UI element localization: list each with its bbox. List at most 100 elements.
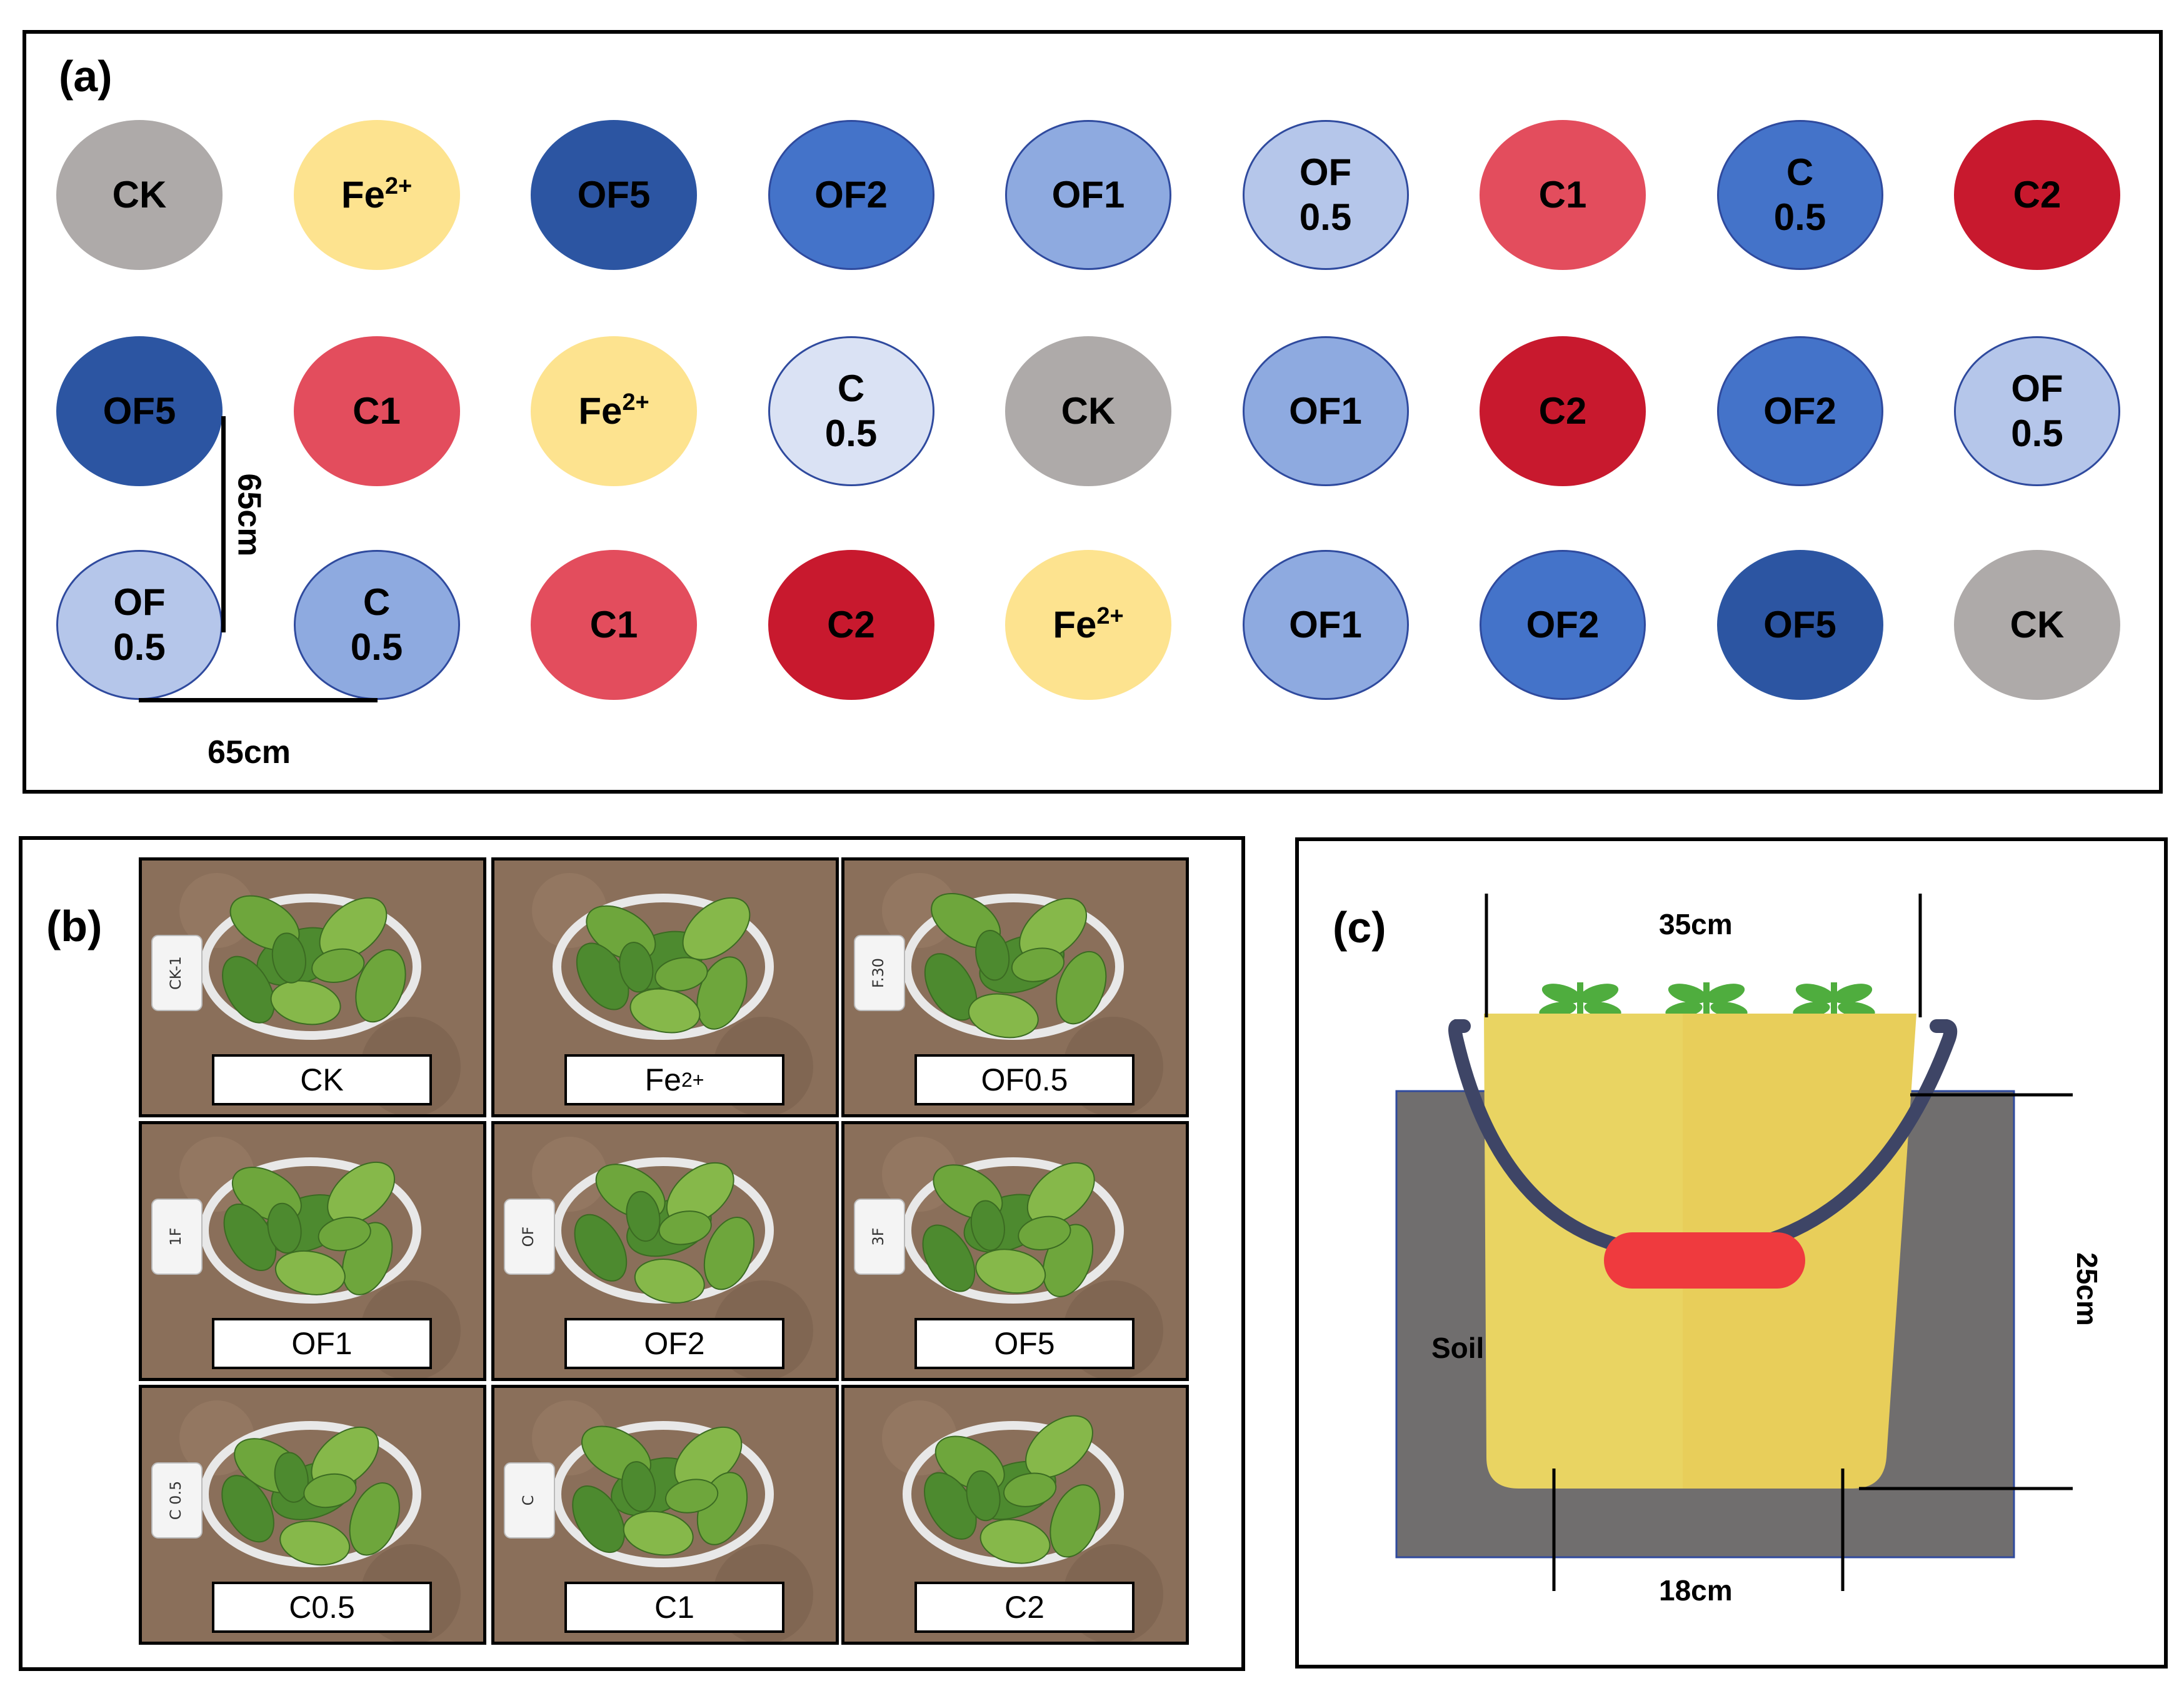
plot-label: CK (1061, 390, 1116, 432)
plot-label: OF1 (1289, 390, 1362, 432)
plot-label: OF2 (1763, 390, 1836, 432)
photo-caption-text: OF1 (291, 1326, 353, 1361)
photo-caption: OF5 (914, 1318, 1135, 1369)
plot-marker: OF5 (531, 120, 697, 270)
leaf (966, 1470, 1001, 1522)
plot-label: CK (112, 174, 167, 216)
leaf (654, 957, 708, 992)
leaf (221, 1475, 274, 1543)
photo-caption-text: Fe (644, 1062, 681, 1097)
stake-text: F.30 (869, 958, 887, 988)
photo-caption-text: OF5 (994, 1326, 1055, 1361)
plot-marker: Fe2+ (531, 336, 697, 486)
plot-label: OF (2011, 367, 2063, 409)
plant-label-stake: 1F (151, 1199, 203, 1275)
plot-marker: OF2 (1480, 550, 1646, 700)
stake-text: 1F (167, 1227, 184, 1245)
plot-label-line2: 0.5 (2011, 412, 2063, 454)
plot-marker: Fe2+ (293, 120, 460, 270)
leaf (658, 1210, 712, 1245)
leaf (311, 948, 365, 983)
plot-marker: Fe2+ (1005, 550, 1171, 700)
plot-label: C2 (1538, 390, 1587, 432)
plot-marker: C2 (1480, 336, 1646, 486)
plot-label-line2: 0.5 (113, 626, 166, 668)
plot-label: Fe2+ (578, 389, 649, 432)
stake-text: OF (519, 1227, 537, 1247)
stake-text: C 0.5 (167, 1481, 184, 1520)
plot-label-line2: 0.5 (1773, 196, 1826, 238)
depth-label: 25cm (2070, 1252, 2103, 1326)
plot-marker: OF1 (1242, 550, 1409, 700)
photo-caption: C0.5 (212, 1582, 432, 1633)
leaf (626, 1190, 661, 1242)
plot-marker: CK (1005, 336, 1171, 486)
plant-photo: 3F OF5 (841, 1121, 1189, 1381)
plot-label: OF2 (814, 174, 888, 216)
photo-caption: OF1 (212, 1318, 432, 1369)
leaf (682, 897, 751, 960)
plant-label-stake: C (504, 1462, 555, 1539)
photo-caption-text: C1 (654, 1590, 694, 1625)
leaf (271, 932, 306, 984)
plot-marker: C1 (293, 336, 460, 486)
plot-label: OF5 (1763, 604, 1836, 646)
plot-marker: C2 (768, 550, 934, 700)
plot-label: OF (113, 581, 166, 623)
handle-grip (1604, 1232, 1805, 1289)
plot-label: C2 (2013, 174, 2061, 216)
plot-label: C (363, 581, 391, 623)
plot-label-line2: 0.5 (1299, 196, 1352, 238)
plot-label: C (1786, 151, 1814, 193)
plot-label-line2: 0.5 (350, 626, 403, 668)
plot-label: C2 (827, 604, 875, 646)
leaf (634, 1259, 705, 1304)
plant-photo-illustration: C (494, 1388, 836, 1642)
leaf (703, 1216, 755, 1290)
photo-caption: CK (212, 1054, 432, 1105)
plant-photo: C2 (841, 1385, 1189, 1645)
panel-a-label: (a) (59, 52, 113, 101)
plot-label: C1 (1538, 174, 1587, 216)
leaf (1049, 1484, 1101, 1558)
vertical-spacing-line (221, 416, 226, 632)
plot-label: Fe2+ (341, 173, 413, 216)
plot-label-superscript: 2+ (1096, 603, 1124, 629)
leaf (318, 1216, 371, 1252)
plot-marker: OF2 (768, 120, 934, 270)
leaf (222, 955, 275, 1024)
plot-marker: OF5 (56, 336, 223, 486)
leaf (270, 980, 341, 1025)
plot-label: OF5 (103, 390, 176, 432)
plant-label-stake: OF (504, 1199, 555, 1275)
plant-label-stake: F.30 (854, 935, 905, 1011)
plot-label: C1 (353, 390, 401, 432)
leaf (975, 1249, 1046, 1294)
leaf (696, 956, 748, 1030)
leaf (349, 1482, 400, 1556)
stake-text: 3F (869, 1227, 887, 1245)
leaf (623, 1510, 694, 1556)
leaf (1018, 1215, 1071, 1250)
pot-diagram (1395, 894, 2073, 1591)
leaf (574, 1214, 628, 1282)
plant-photo: 1F OF1 (139, 1121, 486, 1381)
panel-c-label: (c) (1333, 903, 1386, 952)
photo-caption: OF2 (564, 1318, 784, 1369)
plot-marker: C1 (1480, 120, 1646, 270)
leaf (274, 1452, 309, 1503)
plot-label: OF1 (1051, 174, 1125, 216)
plot-label: C (837, 367, 865, 409)
leaf (274, 1250, 346, 1295)
bottom-width-label: 18cm (1659, 1574, 1733, 1607)
photo-caption-text: OF2 (644, 1326, 705, 1361)
leaf (979, 1519, 1051, 1564)
